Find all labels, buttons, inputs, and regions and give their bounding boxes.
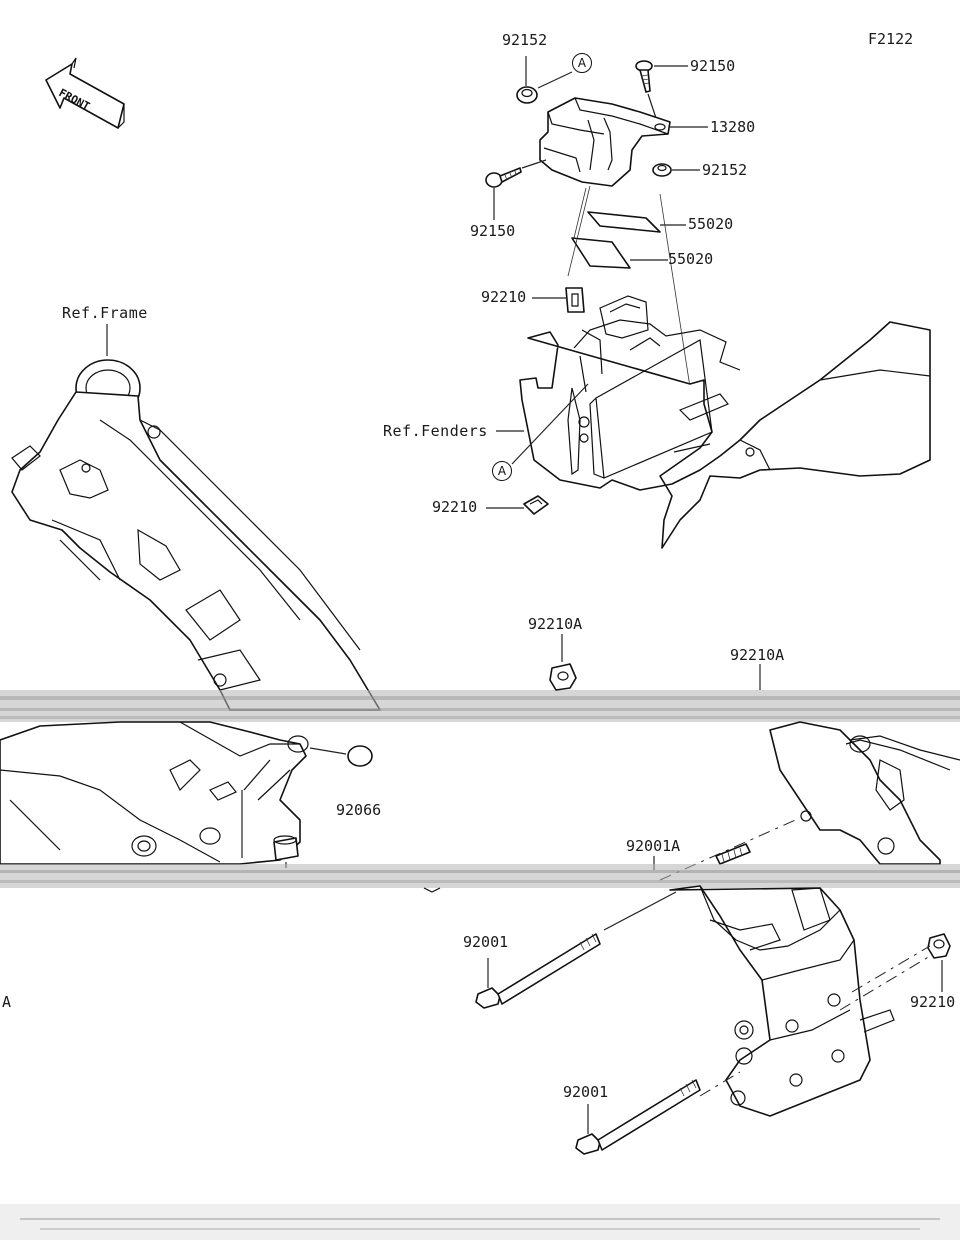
bracket-13280 [539,97,671,187]
ref-frame-label: Ref.Frame [62,304,148,322]
part-number-92001-lower: 92001 [563,1083,609,1101]
front-direction-arrow-icon: FRONT [45,57,125,129]
main-frame-reference [11,359,381,711]
scan-noise-band-upper [0,690,960,722]
part-number-92152: 92152 [502,31,548,49]
diagram-code: F2122 [868,30,914,48]
label-sticker-55020-top [587,211,661,233]
part-number-92150-left: 92150 [470,222,516,240]
part-number-92150-top: 92150 [690,57,736,75]
nut-92210A-center [549,663,577,691]
part-number-92001A: 92001A [626,837,681,855]
screw-92150-top [635,60,653,93]
bolt-92001-upper [475,933,601,1009]
edge-letter-a: A [2,993,12,1011]
ref-fenders-label: Ref.Fenders [383,422,488,440]
rear-frame-right-section [769,721,960,865]
clip-92210-bottom [523,495,549,515]
part-number-92152-clip: 92152 [702,161,748,179]
frame-lower-section [0,721,309,865]
part-number-92001-upper: 92001 [463,933,509,951]
callout-a-top: A [572,53,592,73]
nut-92210-right [927,933,951,959]
bolt-92001-lower [575,1079,701,1155]
screw-92150-left [485,167,522,188]
callout-a-bottom: A [492,461,512,481]
part-number-55020-bottom: 55020 [668,250,714,268]
part-number-13280: 13280 [710,118,756,136]
swingarm-pivot-bracket [669,885,895,1117]
label-sticker-55020-bottom [571,237,631,269]
part-number-92210A-right: 92210A [730,646,785,664]
clip-92152 [652,163,672,177]
cap-92066-lower [273,835,299,861]
part-number-92210-top: 92210 [481,288,527,306]
part-number-92210-right: 92210 [910,993,956,1011]
stud-92001A [715,843,751,865]
nut-92152 [516,86,538,104]
part-number-92210A-center: 92210A [528,615,583,633]
battery-case-fender-bracket [519,295,931,549]
part-number-92066: 92066 [336,801,382,819]
scan-noise-band-lower [0,864,960,888]
scan-noise-bottom [0,1204,960,1240]
part-number-92210-bottom: 92210 [432,498,478,516]
cap-92066-upper [347,745,373,767]
part-number-55020-top: 55020 [688,215,734,233]
clip-92210-top [565,287,585,313]
